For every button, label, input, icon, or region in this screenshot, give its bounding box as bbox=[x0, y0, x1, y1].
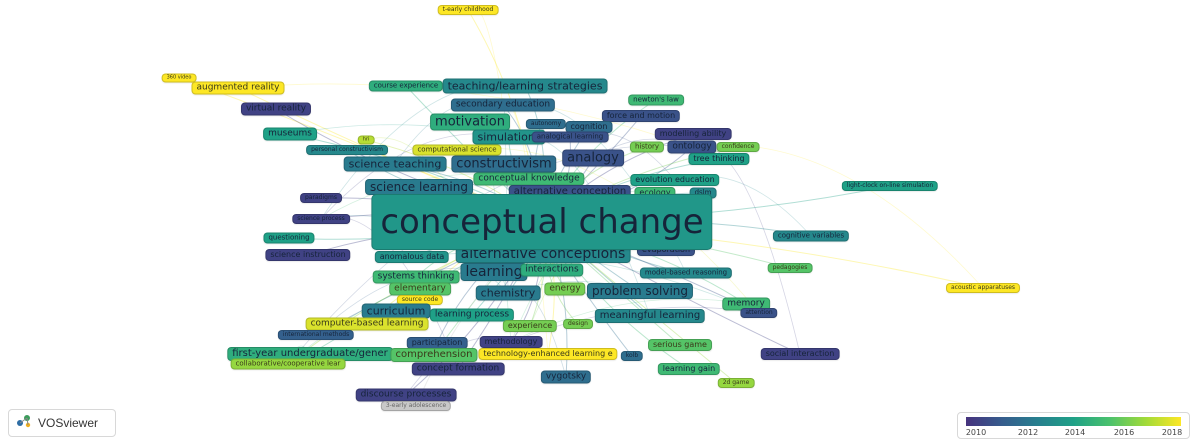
term-node[interactable]: science instruction bbox=[265, 249, 351, 261]
term-node[interactable]: computational science bbox=[412, 144, 502, 156]
term-node[interactable]: augmented reality bbox=[191, 81, 285, 95]
term-node[interactable]: 360 video bbox=[161, 73, 197, 83]
term-node[interactable]: virtual reality bbox=[240, 102, 312, 116]
term-node[interactable]: history bbox=[629, 141, 665, 153]
term-node[interactable]: questioning bbox=[263, 232, 315, 244]
vosviewer-logo-icon bbox=[15, 412, 33, 434]
term-node[interactable]: 2d game bbox=[717, 378, 755, 388]
term-node[interactable]: course experience bbox=[368, 80, 444, 92]
vosviewer-logo-text: VOSviewer bbox=[38, 416, 99, 430]
term-node[interactable]: anomalous data bbox=[374, 251, 450, 263]
term-node[interactable]: attention bbox=[740, 308, 778, 318]
term-node[interactable]: problem solving bbox=[586, 283, 694, 299]
term-node[interactable]: secondary education bbox=[450, 98, 556, 112]
term-node[interactable]: computer-based learning bbox=[305, 317, 429, 331]
term-node[interactable]: experience bbox=[502, 320, 558, 332]
term-node[interactable]: modelling ability bbox=[654, 128, 732, 140]
term-node[interactable]: design bbox=[563, 319, 593, 329]
term-node[interactable]: acoustic apparatuses bbox=[945, 283, 1021, 293]
term-node[interactable]: international methods bbox=[277, 330, 355, 340]
term-node[interactable]: autonomy bbox=[525, 119, 567, 129]
term-node[interactable]: serious game bbox=[648, 339, 712, 351]
term-node[interactable]: science learning bbox=[365, 179, 473, 195]
term-node[interactable]: analogy bbox=[562, 149, 624, 167]
term-node[interactable]: t-early childhood bbox=[437, 5, 499, 15]
term-node[interactable]: learning gain bbox=[657, 363, 721, 375]
term-node[interactable]: personal constructivism bbox=[306, 145, 388, 155]
term-node[interactable]: conceptual change bbox=[371, 194, 713, 250]
term-node[interactable]: simulations bbox=[472, 129, 546, 145]
term-node[interactable]: energy bbox=[544, 282, 586, 296]
term-node[interactable]: learning process bbox=[429, 308, 515, 322]
color-scale-tick: 2018 bbox=[1161, 428, 1183, 437]
color-scale-tick: 2016 bbox=[1113, 428, 1135, 437]
term-node[interactable]: teaching/learning strategies bbox=[442, 78, 608, 94]
term-node[interactable]: 3-early adolescence bbox=[380, 401, 452, 411]
term-node[interactable]: museums bbox=[263, 127, 317, 141]
term-node[interactable]: methodology bbox=[479, 336, 543, 348]
term-node[interactable]: cognitive variables bbox=[772, 230, 850, 242]
color-scale-tick: 2010 bbox=[965, 428, 987, 437]
term-node[interactable]: vygotsky bbox=[540, 370, 592, 384]
term-node[interactable]: science teaching bbox=[343, 156, 447, 172]
term-node[interactable]: analogical learning bbox=[531, 131, 609, 143]
term-node[interactable]: learning bbox=[460, 263, 528, 281]
term-node[interactable]: concept formation bbox=[411, 362, 505, 376]
term-node[interactable]: social interaction bbox=[760, 348, 840, 360]
term-node[interactable]: ontology bbox=[667, 140, 717, 154]
color-scale-tick: 2014 bbox=[1064, 428, 1086, 437]
term-node[interactable]: technology-enhanced learning e bbox=[478, 348, 618, 360]
term-node[interactable]: pedagogies bbox=[767, 263, 813, 273]
term-node[interactable]: curriculum bbox=[361, 303, 431, 319]
term-node[interactable]: conceptual knowledge bbox=[473, 172, 585, 186]
term-node[interactable]: meaningful learning bbox=[594, 309, 706, 323]
term-node[interactable]: tree thinking bbox=[688, 153, 750, 165]
term-node[interactable]: hri bbox=[357, 135, 375, 145]
term-node[interactable]: collaborative/cooperative lear bbox=[230, 358, 346, 370]
color-scale-tick: 2012 bbox=[1017, 428, 1039, 437]
term-node[interactable]: model-based reasoning bbox=[639, 267, 733, 279]
term-node[interactable]: confidence bbox=[716, 142, 760, 152]
term-node[interactable]: newton's law bbox=[628, 94, 684, 106]
term-node[interactable]: motivation bbox=[430, 113, 510, 131]
overlay-color-scale: 2010 2012 2014 2016 2018 bbox=[957, 412, 1190, 439]
term-node[interactable]: paradigms bbox=[300, 193, 342, 203]
term-node[interactable]: science process bbox=[292, 214, 350, 224]
term-node[interactable]: comprehension bbox=[390, 348, 478, 362]
color-scale-bar bbox=[966, 417, 1181, 426]
term-node[interactable]: interactions bbox=[520, 263, 584, 277]
term-node[interactable]: force and motion bbox=[601, 110, 681, 122]
term-node[interactable]: light-clock on-line simulation bbox=[841, 181, 939, 191]
term-node[interactable]: constructivism bbox=[451, 155, 557, 173]
term-node[interactable]: discourse processes bbox=[355, 388, 457, 402]
term-node[interactable]: participation bbox=[406, 337, 468, 349]
term-node[interactable]: kolb bbox=[620, 351, 644, 361]
vosviewer-logo: VOSviewer bbox=[8, 409, 116, 437]
term-node[interactable]: chemistry bbox=[475, 285, 541, 301]
term-node[interactable]: evolution education bbox=[630, 174, 720, 186]
term-node[interactable]: elementary bbox=[389, 282, 451, 296]
